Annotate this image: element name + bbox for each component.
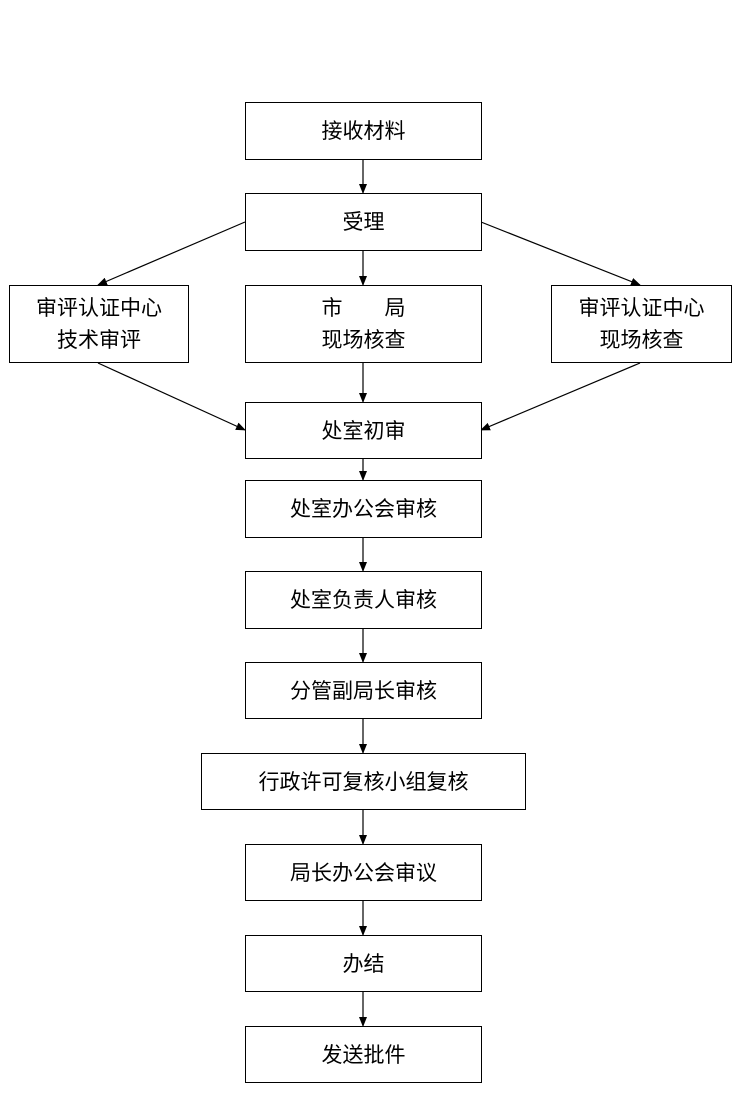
node-label: 办结 (342, 951, 385, 976)
arrow-accept-left (97, 221, 246, 286)
node-city-bureau-inspection: 市 局 现场核查 (245, 285, 482, 363)
node-center-inspection: 审评认证中心 现场核查 (551, 285, 732, 363)
node-director-meeting: 局长办公会审议 (245, 844, 482, 901)
node-recheck-group: 行政许可复核小组复核 (201, 753, 526, 810)
node-label-line2: 现场核查 (321, 328, 406, 352)
arrow-right-initial (480, 362, 641, 431)
node-initial-review: 处室初审 (245, 402, 482, 459)
node-label-line1: 审评认证中心 (578, 296, 705, 320)
node-label: 受理 (342, 210, 385, 234)
node-conclude: 办结 (245, 935, 482, 992)
node-receive-materials: 接收材料 (245, 102, 482, 160)
node-label-line2: 技术审评 (57, 328, 141, 352)
node-deputy-review: 分管副局长审核 (245, 662, 482, 719)
node-label: 行政许可复核小组复核 (258, 769, 469, 794)
node-label: 发送批件 (321, 1042, 406, 1067)
node-label-line1: 审评认证中心 (36, 296, 162, 320)
node-label-line1: 市 局 (321, 296, 406, 320)
node-label: 接收材料 (321, 119, 406, 143)
node-label-line2: 现场核查 (599, 328, 684, 352)
node-office-meeting: 处室办公会审核 (245, 480, 482, 538)
node-label: 局长办公会审议 (290, 860, 437, 885)
arrow-left-initial (97, 362, 246, 431)
node-tech-review: 审评认证中心 技术审评 (9, 285, 189, 363)
node-label: 分管副局长审核 (290, 678, 437, 703)
node-accept: 受理 (245, 193, 482, 251)
node-label: 处室负责人审核 (290, 588, 437, 612)
node-label: 处室初审 (321, 418, 406, 443)
node-send-approval: 发送批件 (245, 1026, 482, 1083)
node-head-review: 处室负责人审核 (245, 571, 482, 629)
arrow-accept-right (480, 221, 641, 286)
node-label: 处室办公会审核 (290, 497, 437, 521)
